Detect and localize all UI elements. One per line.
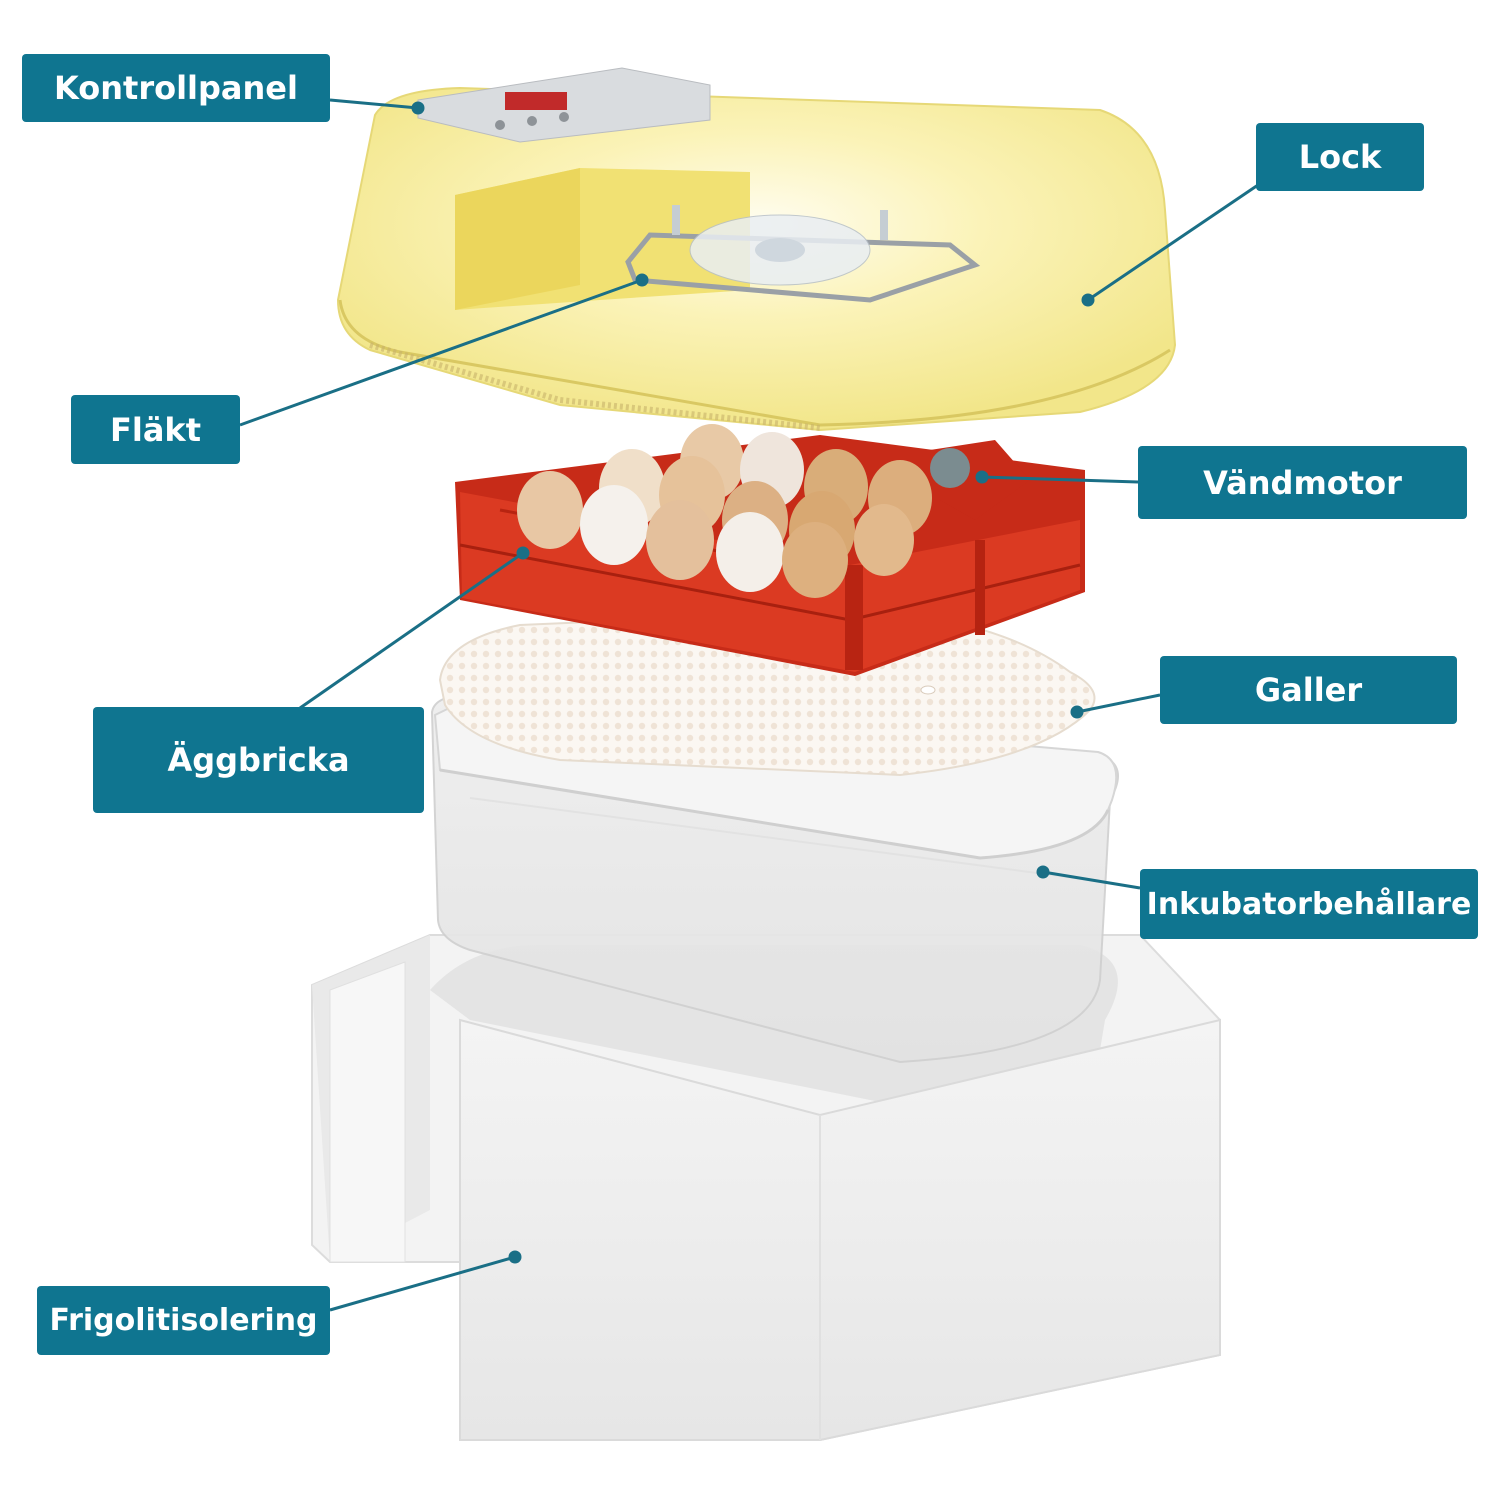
- leader-control-panel: [329, 98, 425, 115]
- label-insulation-text: Frigolitisolering: [49, 1303, 318, 1338]
- leader-grid: [1070, 693, 1161, 719]
- leader-lines: [239, 98, 1259, 1312]
- grid-plate: [438, 608, 1096, 777]
- incubator-lid: [336, 67, 1177, 432]
- label-turning-motor-text: Vändmotor: [1203, 463, 1402, 502]
- label-lid: Lock: [1256, 123, 1424, 191]
- label-grid: Galler: [1160, 656, 1457, 724]
- label-egg-tray-text: Äggbricka: [167, 741, 350, 779]
- control-panel: [417, 67, 711, 143]
- leader-fan: [239, 273, 649, 427]
- label-lid-text: Lock: [1298, 138, 1382, 176]
- eggs: [517, 424, 932, 598]
- leader-insulation: [329, 1250, 522, 1312]
- fan-icon: [625, 205, 981, 303]
- label-turning-motor: Vändmotor: [1138, 446, 1467, 519]
- label-container-text: Inkubatorbehållare: [1146, 886, 1472, 922]
- label-egg-tray: Äggbricka: [93, 707, 424, 813]
- leader-container: [1036, 865, 1141, 890]
- label-control-panel: Kontrollpanel: [22, 54, 330, 122]
- label-control-panel-text: Kontrollpanel: [54, 69, 298, 107]
- label-insulation: Frigolitisolering: [37, 1286, 330, 1355]
- styrofoam-insulation: [311, 934, 1221, 1441]
- label-fan: Fläkt: [71, 395, 240, 464]
- leader-lid: [1081, 183, 1259, 307]
- leader-egg-tray: [299, 546, 530, 710]
- label-container: Inkubatorbehållare: [1140, 869, 1478, 939]
- label-grid-text: Galler: [1254, 671, 1363, 709]
- leader-turning-motor: [975, 470, 1139, 484]
- label-fan-text: Fläkt: [110, 410, 201, 449]
